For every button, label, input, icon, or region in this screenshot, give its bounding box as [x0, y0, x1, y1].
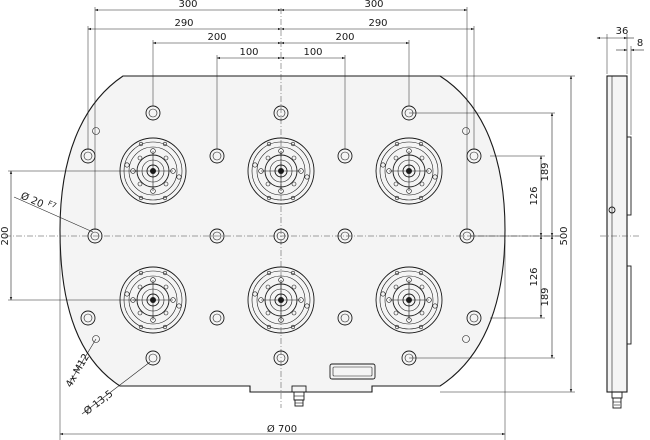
hole-diameter-label: Ø 13,5: [82, 388, 116, 418]
thread-hole: [92, 127, 100, 135]
dim-diameter-700: Ø 700: [267, 423, 297, 435]
dim-300-left: 300: [178, 0, 197, 10]
label-slot: [329, 363, 376, 380]
dim-200-left: 200: [207, 32, 226, 43]
side-view: [600, 75, 640, 409]
thread-label: 4x M12: [64, 352, 92, 389]
dim-200-right: 200: [335, 32, 354, 43]
dim-500: 500: [559, 226, 570, 245]
thread-hole: [92, 335, 100, 343]
dim-126-top: 126: [529, 186, 540, 205]
dim-189-top: 189: [540, 162, 551, 181]
dim-300-right: 300: [364, 0, 383, 10]
dim-189-bottom: 189: [540, 287, 551, 306]
dim-126-bottom: 126: [529, 267, 540, 286]
dim-100-left: 100: [239, 47, 258, 58]
dim-8: 8: [637, 38, 643, 49]
thread-hole: [462, 335, 470, 343]
dim-290-right: 290: [368, 18, 387, 29]
plate-outline: [59, 75, 506, 393]
label-slot-inner: [332, 366, 373, 377]
thread-hole: [462, 127, 470, 135]
coupling-nipple: [291, 385, 307, 407]
dim-290-left: 290: [174, 18, 193, 29]
top-extension-lines: [87, 7, 475, 230]
dim-36: 36: [616, 26, 629, 37]
dim-200-vertical: 200: [0, 226, 11, 245]
dim-100-right: 100: [303, 47, 322, 58]
